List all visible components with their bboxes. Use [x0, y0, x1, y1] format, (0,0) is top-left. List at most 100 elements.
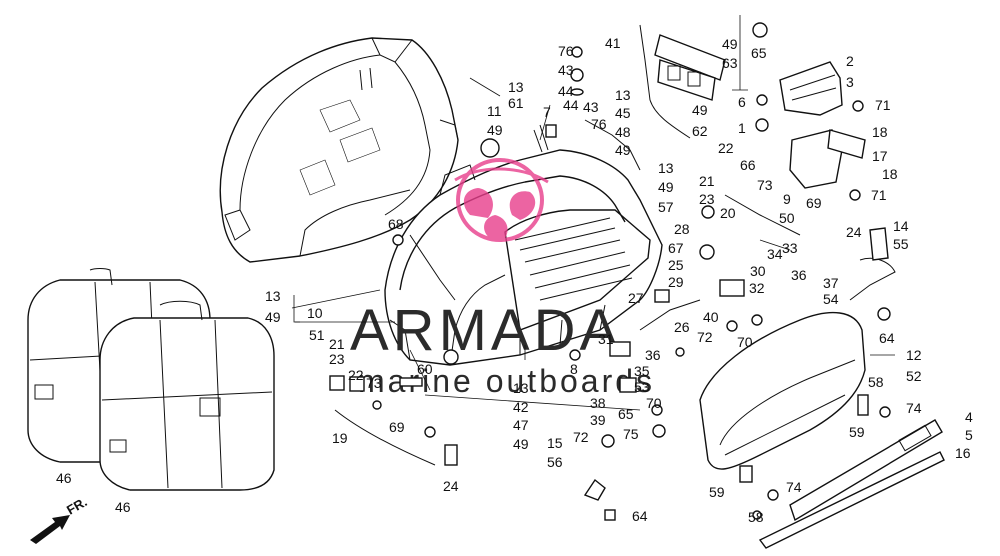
callout-11: 11 [487, 103, 502, 119]
front-direction-arrow [30, 515, 70, 544]
callout-46: 46 [56, 470, 72, 486]
saddlebag-outer-right [99, 300, 275, 491]
callout-49: 49 [692, 102, 708, 118]
callout-13: 13 [658, 160, 674, 176]
callout-34: 34 [767, 246, 783, 262]
callout-33: 33 [782, 240, 798, 256]
bracket-part [657, 59, 716, 101]
callout-52: 52 [906, 368, 922, 384]
callout-42: 42 [513, 399, 529, 415]
leader-lines [291, 15, 895, 411]
callout-64: 64 [879, 330, 895, 346]
callout-36: 36 [791, 267, 807, 283]
callout-74: 74 [906, 400, 922, 416]
callout-49: 49 [658, 179, 674, 195]
callout-72: 72 [697, 329, 713, 345]
callout-8: 8 [570, 361, 578, 377]
callout-71: 71 [875, 97, 891, 113]
callout-49: 49 [513, 436, 529, 452]
callout-18: 18 [872, 124, 888, 140]
hardware-fasteners [329, 22, 891, 521]
callout-20: 20 [720, 205, 736, 221]
callout-4: 4 [965, 409, 973, 425]
callout-19: 19 [332, 430, 348, 446]
callout-17: 17 [872, 148, 888, 164]
callout-69: 69 [806, 195, 822, 211]
callout-48: 48 [615, 124, 631, 140]
callout-44: 44 [563, 97, 579, 113]
callout-43: 43 [583, 99, 599, 115]
cable-26 [639, 299, 701, 331]
callout-1: 1 [738, 120, 746, 136]
callout-69: 69 [389, 419, 405, 435]
callout-76: 76 [558, 43, 574, 59]
callout-63: 63 [722, 55, 738, 71]
saddlebag-body [384, 119, 663, 366]
callout-38: 38 [590, 395, 606, 411]
callout-15: 15 [547, 435, 563, 451]
callout-6: 6 [738, 94, 746, 110]
callout-21: 21 [699, 173, 715, 189]
front-direction-label: FR. [64, 494, 90, 517]
callout-43: 43 [558, 62, 574, 78]
callout-58: 58 [868, 374, 884, 390]
callout-22: 22 [718, 140, 734, 156]
saddlebag-lid [699, 311, 866, 470]
callout-24: 24 [846, 224, 862, 240]
callout-49: 49 [487, 122, 503, 138]
callout-73: 73 [366, 375, 382, 391]
callout-73: 73 [757, 177, 773, 193]
callout-70: 70 [646, 395, 662, 411]
callout-61: 61 [508, 95, 524, 111]
callout-12: 12 [906, 347, 922, 363]
callout-23: 23 [329, 351, 345, 367]
callout-74: 74 [786, 479, 802, 495]
callout-13: 13 [615, 87, 631, 103]
callout-49: 49 [615, 142, 631, 158]
callout-55: 55 [893, 236, 909, 252]
callout-18: 18 [882, 166, 898, 182]
callout-24: 24 [443, 478, 459, 494]
callout-41: 41 [605, 35, 621, 51]
callout-65: 65 [618, 406, 634, 422]
callout-47: 47 [513, 417, 529, 433]
callout-13: 13 [265, 288, 281, 304]
callout-76: 76 [591, 116, 607, 132]
callout-labels: 41 76 43 44 49 63 65 2 3 13 61 11 49 7 4… [56, 35, 973, 525]
callout-27: 27 [628, 290, 644, 306]
callout-37: 37 [823, 275, 839, 291]
callout-40: 40 [703, 309, 719, 325]
callout-50: 50 [779, 210, 795, 226]
taillight-assembly [779, 61, 843, 189]
callout-26: 26 [674, 319, 690, 335]
callout-59: 59 [849, 424, 865, 440]
callout-10: 10 [307, 305, 323, 321]
callout-49: 49 [722, 36, 738, 52]
reflector [827, 129, 866, 159]
callout-62: 62 [692, 123, 708, 139]
callout-5: 5 [965, 427, 973, 443]
callout-75: 75 [623, 426, 639, 442]
trim-strip [758, 419, 945, 549]
callout-65: 65 [751, 45, 767, 61]
logo-petals [463, 188, 536, 242]
callout-21: 21 [329, 336, 345, 352]
callout-3: 3 [846, 74, 854, 90]
callout-56: 56 [547, 454, 563, 470]
callout-60: 60 [417, 361, 433, 377]
callout-32: 32 [749, 280, 765, 296]
callout-7: 7 [543, 104, 551, 120]
callout-39: 39 [590, 412, 606, 428]
callout-57: 57 [658, 199, 674, 215]
plate [654, 34, 726, 81]
callout-66: 66 [740, 157, 756, 173]
callout-46: 46 [115, 499, 131, 515]
callout-13: 13 [513, 380, 529, 396]
watermark-title: ARMADA [350, 298, 622, 363]
callout-68: 68 [388, 216, 404, 232]
cable-20 [724, 194, 801, 236]
callout-22: 22 [348, 367, 364, 383]
callout-67: 67 [668, 240, 684, 256]
callout-14: 14 [893, 218, 909, 234]
